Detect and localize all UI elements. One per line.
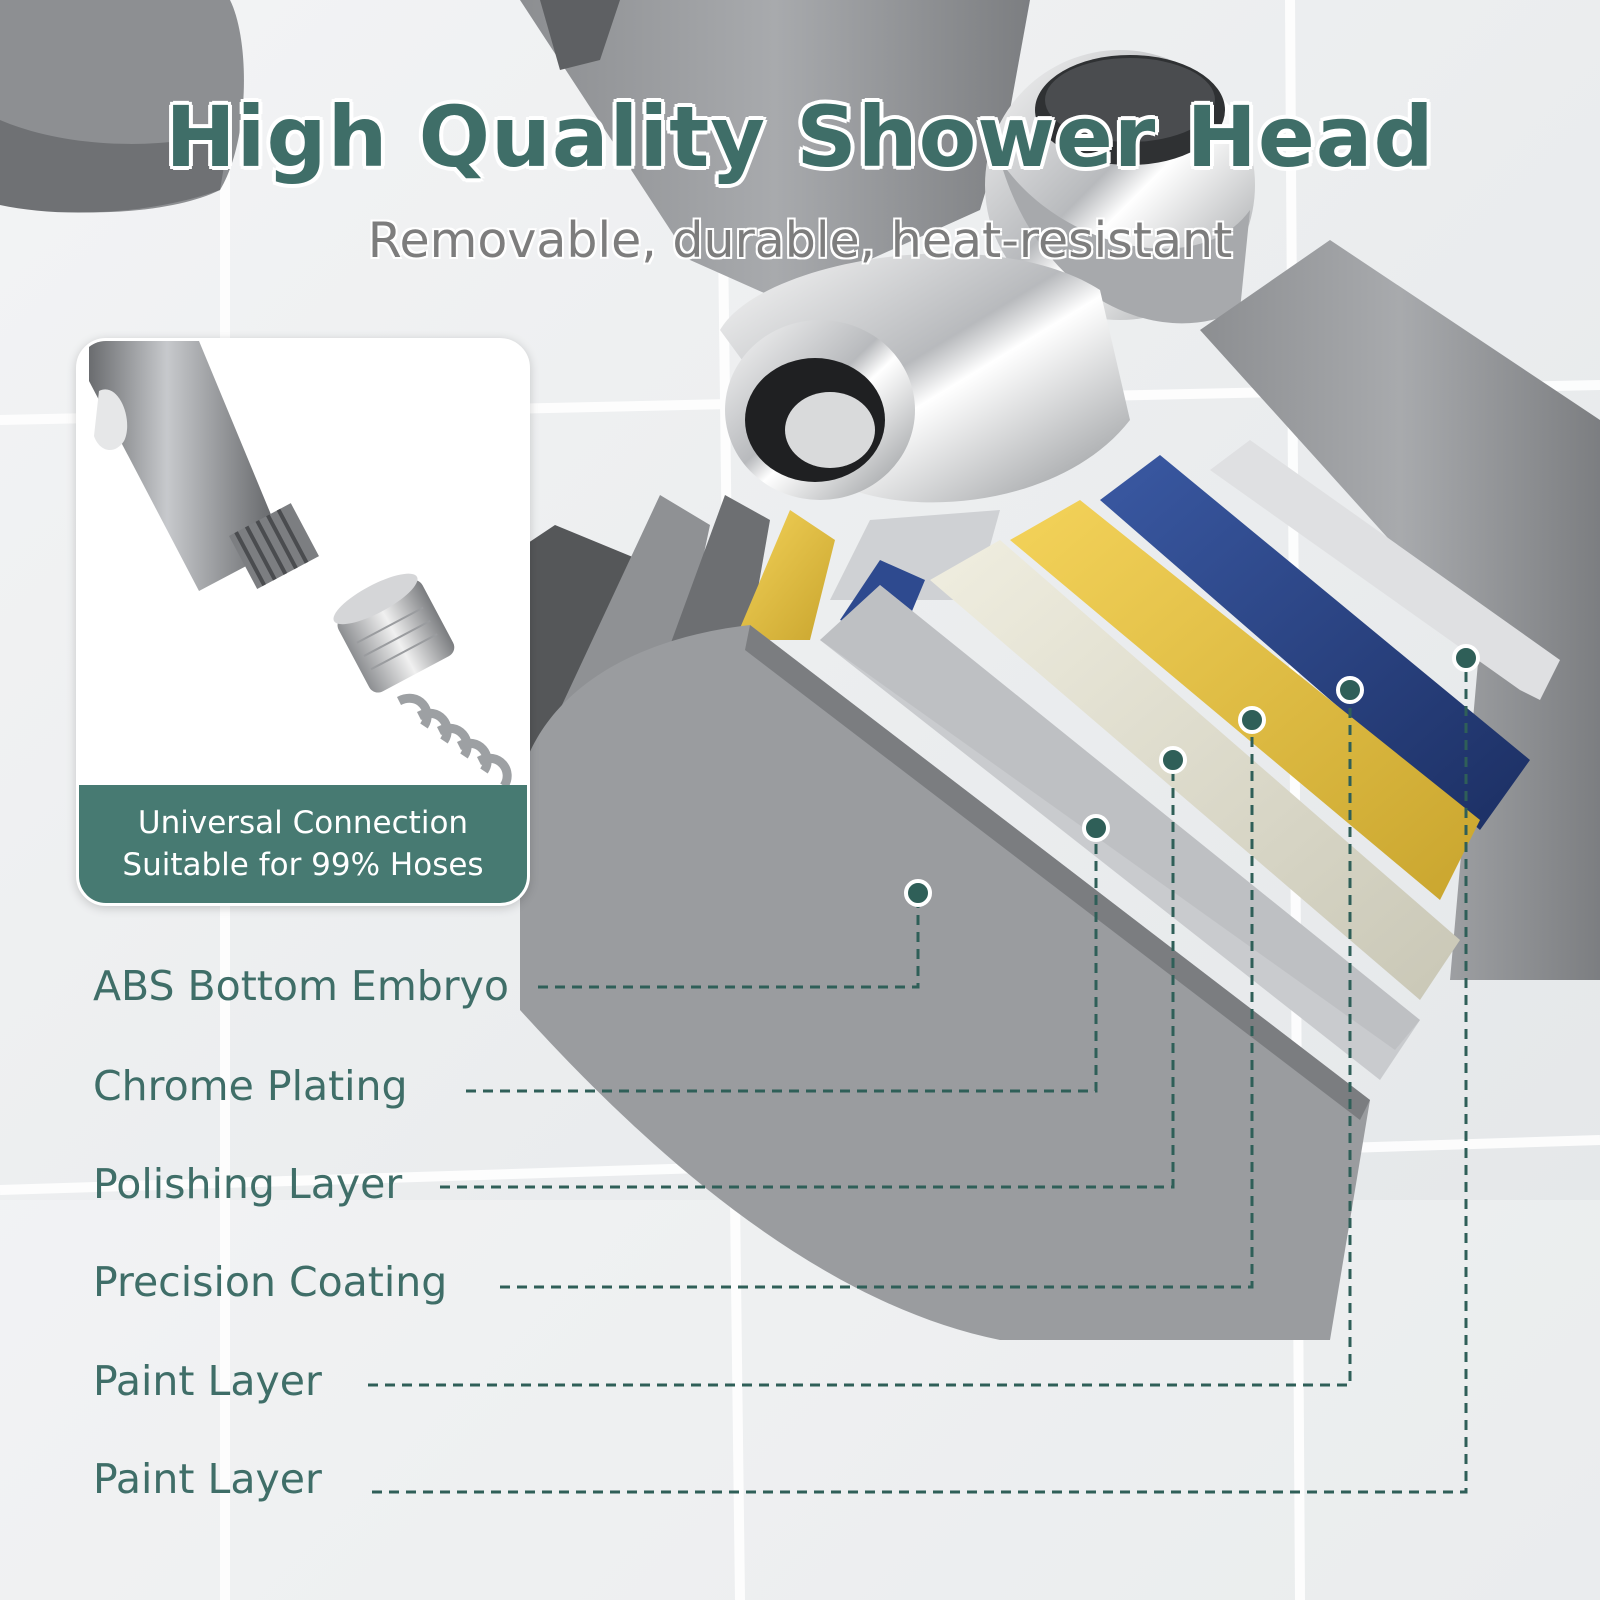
inset-line-2: Suitable for 99% Hoses xyxy=(122,847,484,883)
layer-label-paint-layer-1: Paint Layer xyxy=(93,1357,322,1405)
headline: High Quality Shower Head xyxy=(165,88,1435,186)
layer-label-abs-bottom-embryo: ABS Bottom Embryo xyxy=(93,962,510,1010)
callout-dot-chrome xyxy=(1082,814,1110,842)
universal-connection-card: Universal Connection Suitable for 99% Ho… xyxy=(76,338,530,906)
callout-dot-paint-2 xyxy=(1452,644,1480,672)
subheadline: Removable, durable, heat-resistant xyxy=(367,212,1233,269)
callout-dot-polishing xyxy=(1159,746,1187,774)
callout-dot-paint-1 xyxy=(1336,676,1364,704)
hose-connector-icon xyxy=(79,341,527,791)
layer-label-paint-layer-2: Paint Layer xyxy=(93,1455,322,1503)
callout-dot-abs xyxy=(904,879,932,907)
layer-label-chrome-plating: Chrome Plating xyxy=(93,1062,408,1110)
layer-label-precision-coating: Precision Coating xyxy=(93,1258,448,1306)
layer-label-polishing-layer: Polishing Layer xyxy=(93,1160,403,1208)
callout-dot-precision xyxy=(1238,706,1266,734)
universal-connection-banner: Universal Connection Suitable for 99% Ho… xyxy=(79,785,527,903)
inset-line-1: Universal Connection xyxy=(137,805,469,841)
